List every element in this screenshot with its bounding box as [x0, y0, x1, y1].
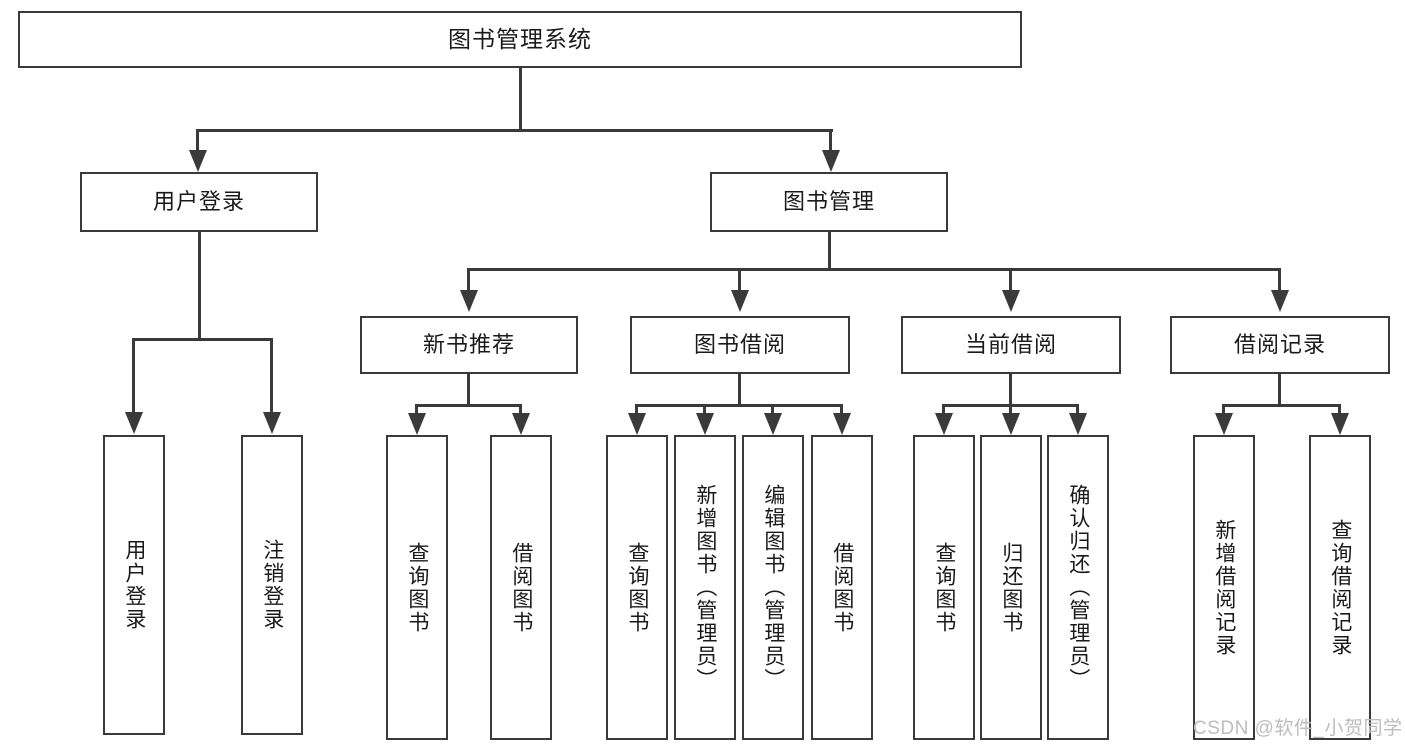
- edge-user-login-to-leaf-1: [132, 338, 135, 414]
- node-book-management[interactable]: 图书管理: [710, 172, 948, 232]
- edge-root-to-user-login: [196, 129, 199, 152]
- edge-br-to-leaf-1: [1222, 404, 1225, 418]
- edge-nbr-stem: [467, 374, 470, 406]
- arrow-br-to-leaf-2: [1331, 413, 1349, 435]
- edge-bm-to-borrow-record: [1278, 268, 1281, 292]
- watermark-text: CSDN @软件_小贺同学: [1193, 718, 1403, 739]
- edge-bb-bus: [635, 404, 843, 407]
- edge-br-stem: [1278, 374, 1281, 406]
- arrow-cb-to-leaf-2: [1002, 413, 1020, 435]
- edge-cb-to-leaf-2: [1009, 404, 1012, 418]
- edge-cb-to-leaf-3: [1076, 404, 1079, 418]
- node-new-book-recommend[interactable]: 新书推荐: [360, 316, 578, 374]
- arrow-nbr-to-leaf-1: [408, 413, 426, 435]
- arrow-root-to-book-management: [822, 150, 840, 172]
- node-leaf-add-book[interactable]: 新增图书（管理员）: [674, 435, 736, 740]
- arrow-cb-to-leaf-3: [1069, 413, 1087, 435]
- edge-br-bus: [1222, 404, 1341, 407]
- node-leaf-user-login[interactable]: 用户登录: [103, 435, 165, 735]
- arrow-nbr-to-leaf-2: [512, 413, 530, 435]
- arrow-root-to-user-login: [189, 150, 207, 172]
- arrow-bb-to-leaf-3: [764, 413, 782, 435]
- node-root-system[interactable]: 图书管理系统: [18, 11, 1022, 68]
- node-leaf-return-book[interactable]: 归还图书: [980, 435, 1042, 740]
- node-leaf-confirm-return[interactable]: 确认归还（管理员）: [1047, 435, 1109, 740]
- node-leaf-query-book-1[interactable]: 查询图书: [386, 435, 448, 740]
- arrow-bm-to-book-borrow: [731, 290, 749, 312]
- edge-bb-to-leaf-4: [840, 404, 843, 418]
- node-leaf-borrow-book-2[interactable]: 借阅图书: [811, 435, 873, 740]
- edge-root-bus: [196, 129, 833, 132]
- edge-user-login-to-leaf-2: [270, 338, 273, 414]
- arrow-bb-to-leaf-2: [696, 413, 714, 435]
- node-current-borrow[interactable]: 当前借阅: [901, 316, 1121, 374]
- edge-cb-to-leaf-1: [942, 404, 945, 418]
- edge-br-to-leaf-2: [1338, 404, 1341, 418]
- edge-bm-to-new-book-recommend: [467, 268, 470, 292]
- arrow-user-login-to-leaf-2: [263, 412, 281, 434]
- edge-nbr-to-leaf-1: [415, 404, 418, 418]
- node-leaf-query-record[interactable]: 查询借阅记录: [1309, 435, 1371, 740]
- edge-bm-to-current-borrow: [1009, 268, 1012, 292]
- edge-user-login-bus: [132, 338, 272, 341]
- node-leaf-borrow-book-1[interactable]: 借阅图书: [490, 435, 552, 740]
- edge-bb-to-leaf-1: [635, 404, 638, 418]
- edge-bb-to-leaf-3: [771, 404, 774, 418]
- arrow-bb-to-leaf-1: [628, 413, 646, 435]
- node-leaf-add-record[interactable]: 新增借阅记录: [1193, 435, 1255, 740]
- edge-nbr-to-leaf-2: [519, 404, 522, 418]
- node-user-login[interactable]: 用户登录: [80, 172, 318, 232]
- node-book-borrow[interactable]: 图书借阅: [630, 316, 850, 374]
- edge-book-management-stem: [828, 232, 831, 270]
- node-leaf-query-book-2[interactable]: 查询图书: [606, 435, 668, 740]
- edge-bm-to-book-borrow: [738, 268, 741, 292]
- edge-book-management-bus: [467, 268, 1281, 271]
- edge-root-to-book-management: [829, 129, 832, 152]
- node-leaf-query-book-3[interactable]: 查询图书: [913, 435, 975, 740]
- arrow-bm-to-new-book-recommend: [460, 290, 478, 312]
- node-borrow-record[interactable]: 借阅记录: [1170, 316, 1390, 374]
- edge-bb-stem: [738, 374, 741, 406]
- arrow-bb-to-leaf-4: [833, 413, 851, 435]
- edge-root-stem: [519, 68, 522, 130]
- edge-nbr-bus: [415, 404, 522, 407]
- arrow-bm-to-borrow-record: [1271, 290, 1289, 312]
- arrow-cb-to-leaf-1: [935, 413, 953, 435]
- edge-user-login-stem: [198, 232, 201, 340]
- arrow-bm-to-current-borrow: [1002, 290, 1020, 312]
- arrow-user-login-to-leaf-1: [125, 412, 143, 434]
- edge-bb-to-leaf-2: [703, 404, 706, 418]
- node-leaf-logout-login[interactable]: 注销登录: [241, 435, 303, 735]
- arrow-br-to-leaf-1: [1215, 413, 1233, 435]
- node-leaf-edit-book[interactable]: 编辑图书（管理员）: [742, 435, 804, 740]
- edge-cb-stem: [1009, 374, 1012, 406]
